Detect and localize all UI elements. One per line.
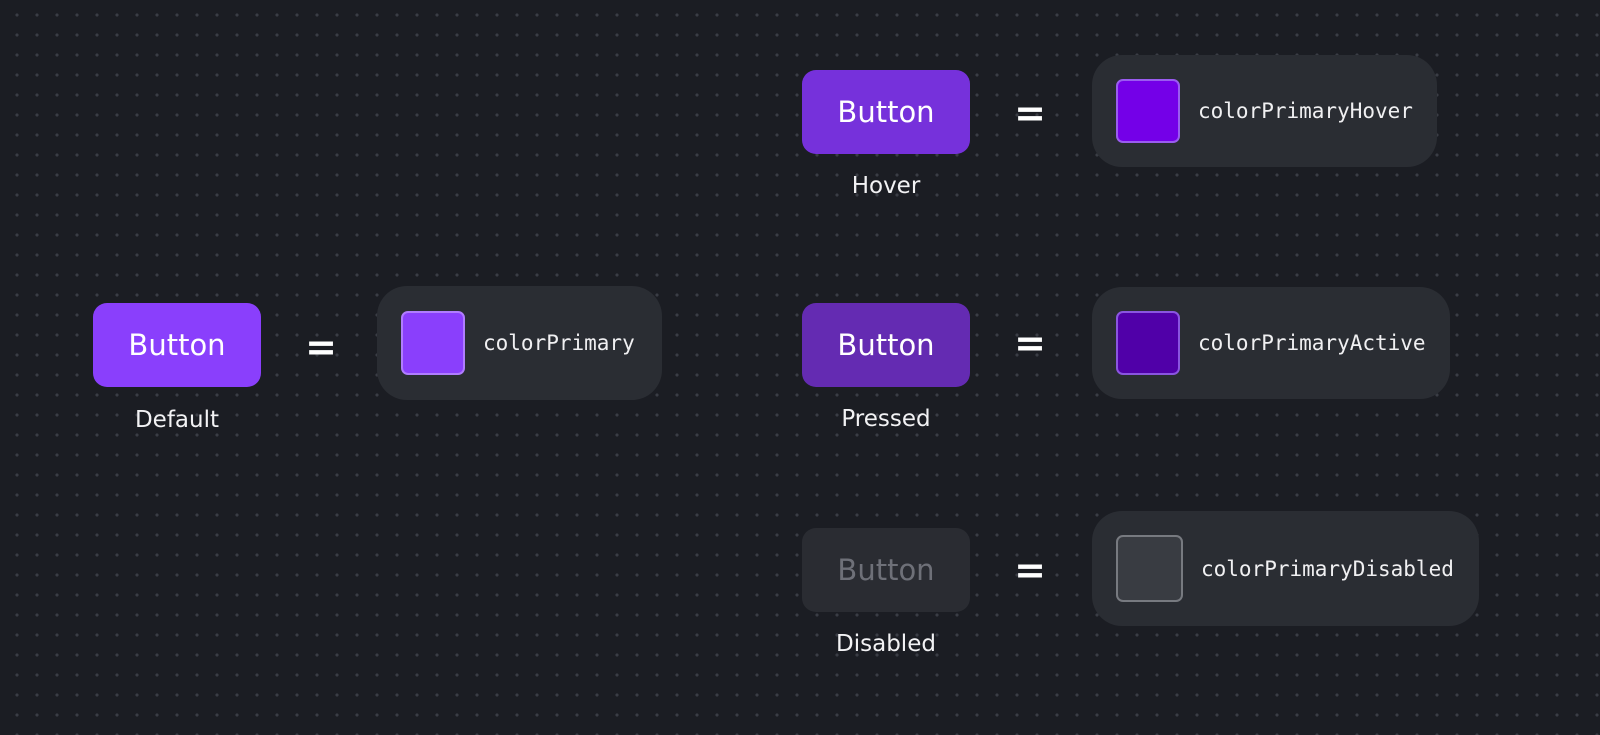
color-primary-active-swatch [1116,311,1180,375]
pressed-state-label: Pressed [841,406,931,432]
default-state-label: Default [134,407,220,433]
equals-sign: = [1014,91,1046,135]
color-primary-swatch [401,311,465,375]
color-primary-disabled-token-name: colorPrimaryDisabled [1201,556,1454,581]
disabled-button: Button [802,528,970,612]
color-primary-token: colorPrimary [377,286,662,400]
equals-sign: = [1014,321,1046,365]
color-primary-hover-token: colorPrimaryHover [1092,55,1437,167]
color-primary-hover-swatch [1116,79,1180,143]
color-primary-disabled-swatch [1116,535,1183,602]
equals-sign: = [305,325,337,369]
color-primary-token-name: colorPrimary [483,331,635,355]
color-primary-active-token-name: colorPrimaryActive [1198,331,1426,355]
color-primary-hover-token-name: colorPrimaryHover [1198,99,1413,123]
default-button[interactable]: Button [93,303,261,387]
disabled-state-label: Disabled [836,631,936,657]
equals-sign: = [1014,548,1046,592]
color-primary-active-token: colorPrimaryActive [1092,287,1450,399]
hover-button[interactable]: Button [802,70,970,154]
pressed-button[interactable]: Button [802,303,970,387]
color-primary-disabled-token: colorPrimaryDisabled [1092,511,1479,626]
hover-state-label: Hover [851,173,921,199]
